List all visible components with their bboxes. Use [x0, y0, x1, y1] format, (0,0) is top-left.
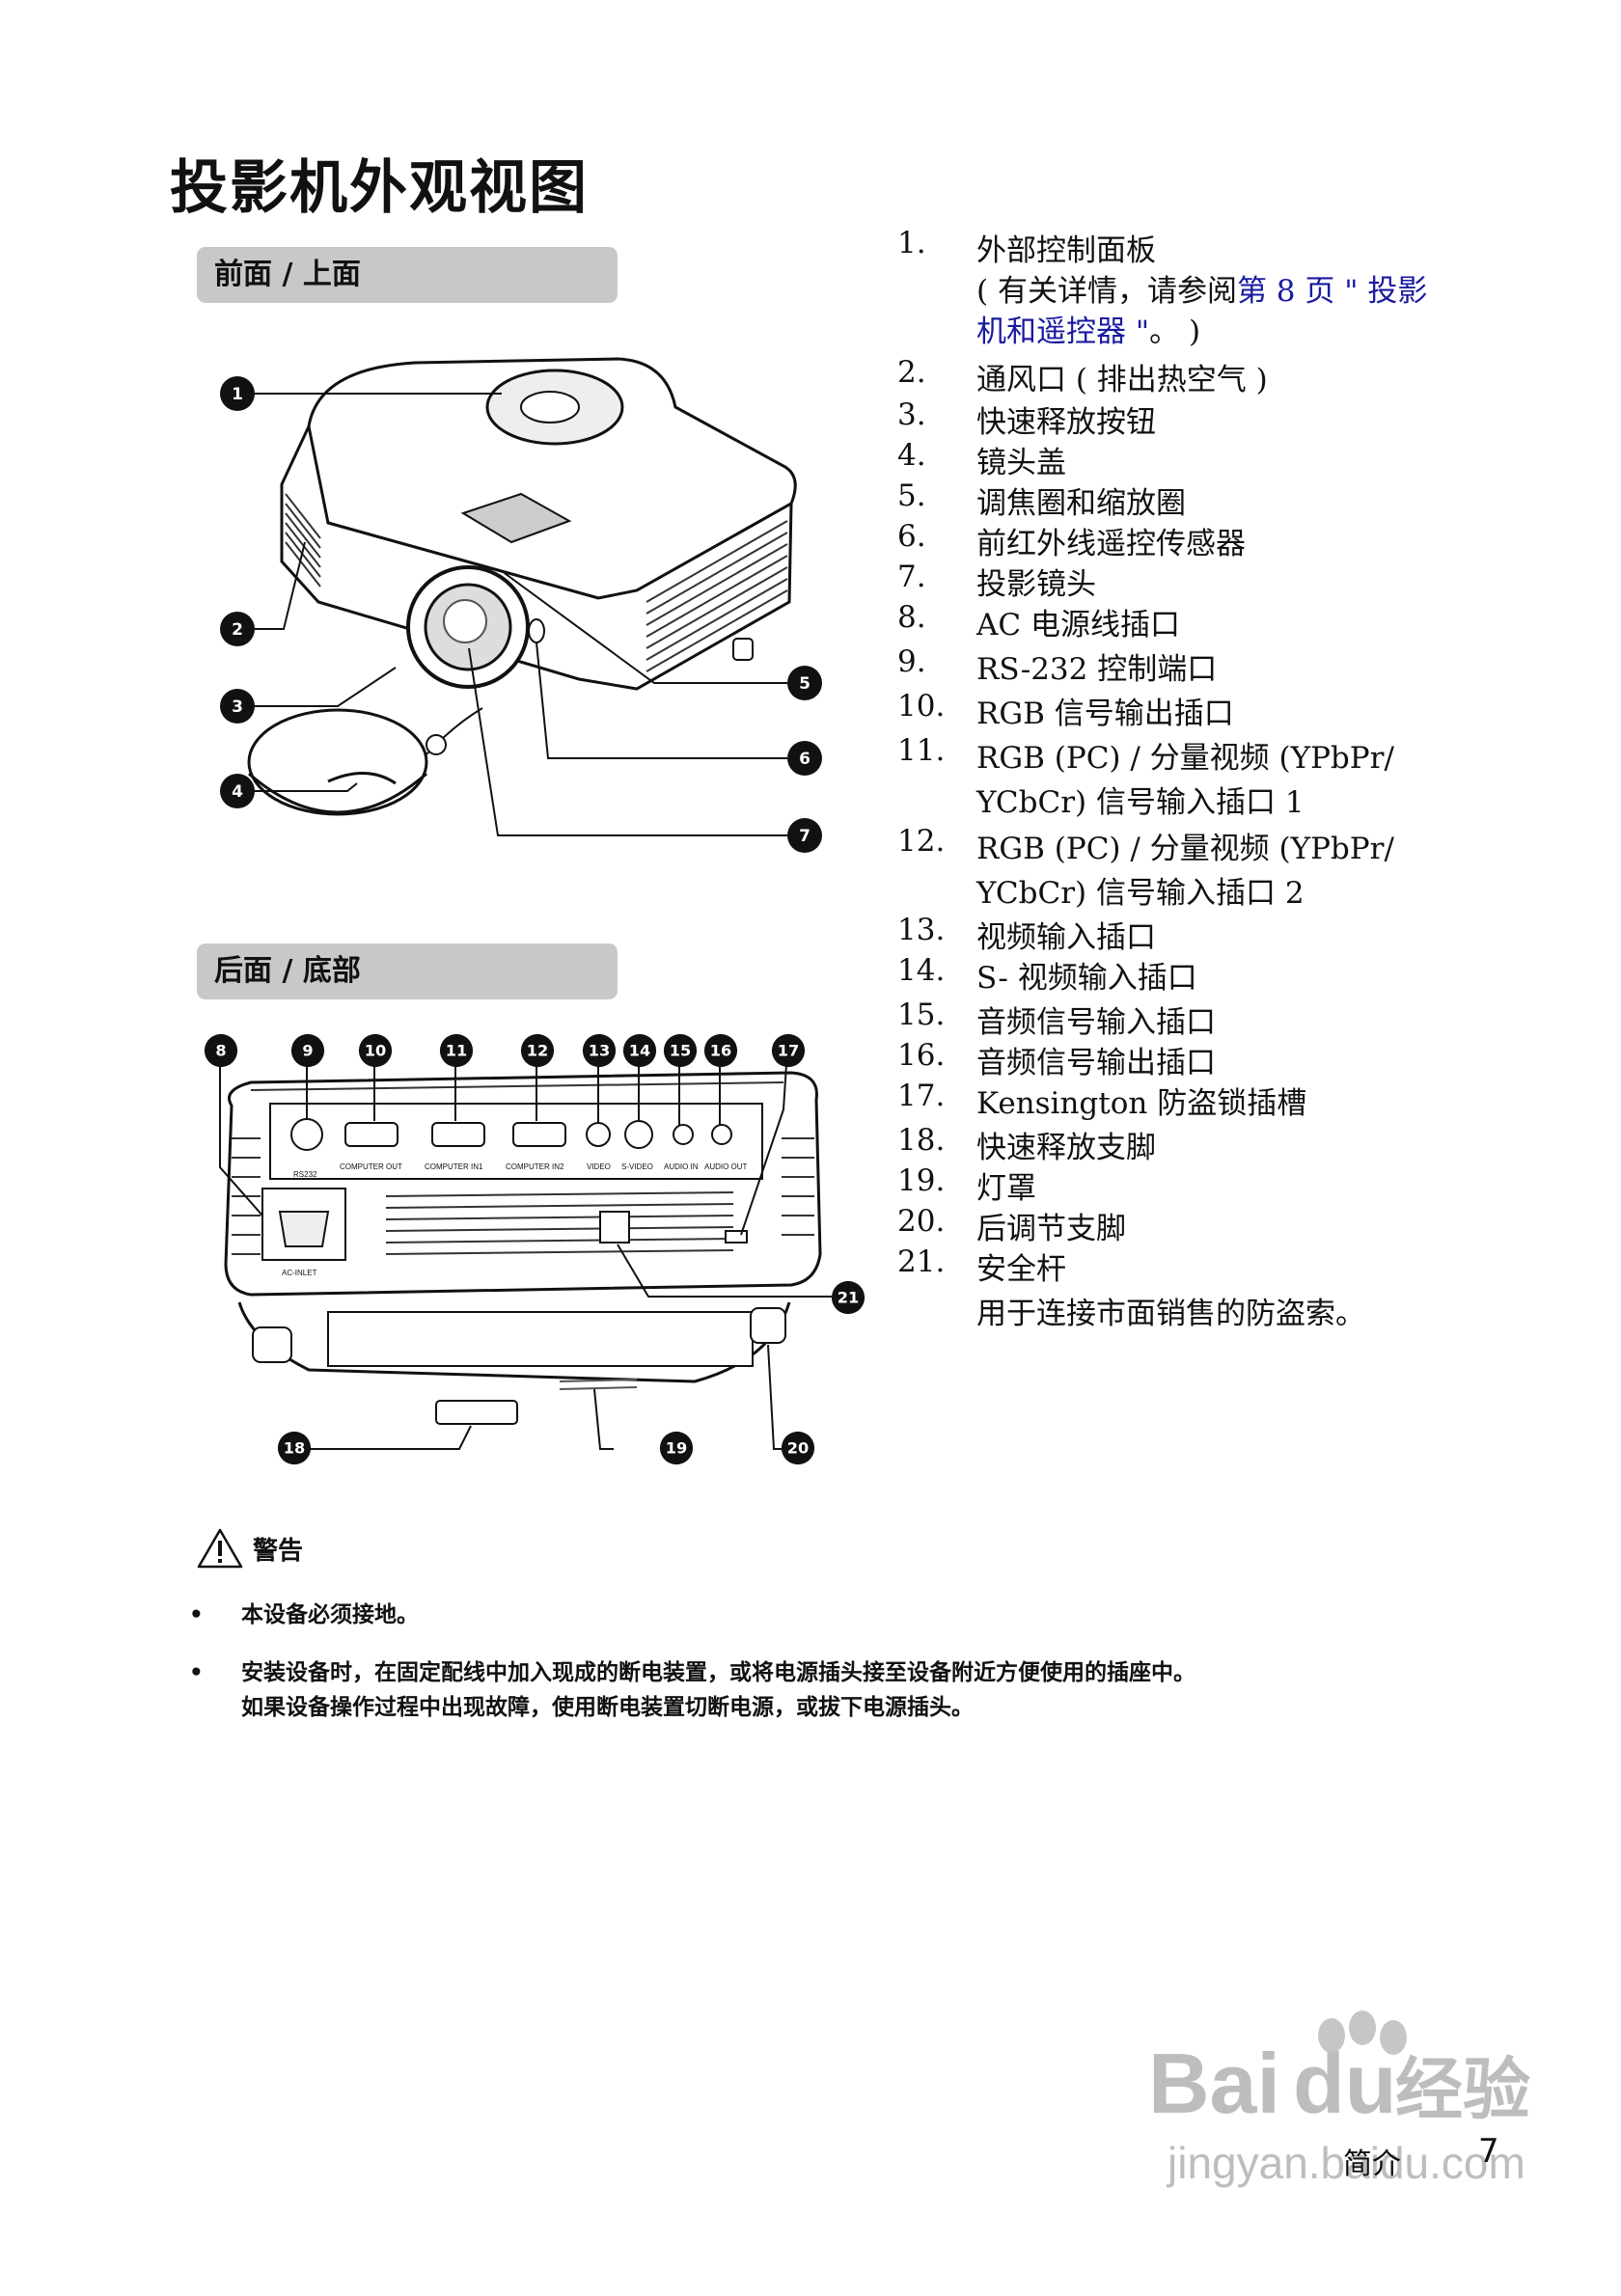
svg-text:经验: 经验 — [1395, 2050, 1530, 2129]
label-rs232: RS232 — [293, 1170, 317, 1179]
section-heading-front: 前面 / 上面 — [197, 247, 618, 303]
svg-text:9: 9 — [302, 1042, 313, 1060]
callout-4: 4 — [218, 772, 257, 810]
svg-text:6: 6 — [799, 750, 810, 769]
footer-section-label: 简介 — [1343, 2140, 1401, 2182]
svg-text:17: 17 — [778, 1042, 799, 1060]
label-audio-out: AUDIO OUT — [704, 1162, 748, 1171]
callout-1: 1 — [218, 374, 257, 413]
callout-13: 13 — [581, 1032, 618, 1069]
svg-text:3: 3 — [232, 697, 243, 717]
section-heading-back: 后面 / 底部 — [197, 943, 618, 999]
svg-text:1: 1 — [232, 385, 243, 404]
svg-text:21: 21 — [838, 1289, 859, 1307]
svg-text:12: 12 — [527, 1042, 548, 1060]
label-computer-out: COMPUTER OUT — [340, 1162, 402, 1171]
callout-15: 15 — [662, 1032, 699, 1069]
cross-reference-link[interactable]: 机和遥控器 " — [976, 314, 1149, 349]
svg-text:11: 11 — [446, 1042, 467, 1060]
callout-16: 16 — [702, 1032, 739, 1069]
callout-7: 7 — [785, 816, 824, 855]
svg-text:10: 10 — [365, 1042, 386, 1060]
svg-text:19: 19 — [666, 1439, 687, 1458]
label-audio-in: AUDIO IN — [664, 1162, 699, 1171]
callout-17: 17 — [770, 1032, 807, 1069]
svg-text:2: 2 — [232, 620, 243, 640]
callout-2: 2 — [218, 610, 257, 648]
callout-5: 5 — [785, 664, 824, 702]
callout-6: 6 — [785, 739, 824, 778]
callout-21: 21 — [830, 1279, 866, 1316]
cross-reference-link[interactable]: 第 8 页 " 投影 — [1237, 274, 1427, 309]
svg-text:8: 8 — [215, 1042, 226, 1060]
projector-front-illustration — [212, 349, 849, 870]
svg-text:du: du — [1293, 2036, 1397, 2131]
svg-text:14: 14 — [629, 1042, 650, 1060]
svg-text:20: 20 — [787, 1439, 809, 1458]
callout-3: 3 — [218, 687, 257, 725]
page-title: 投影机外观视图 — [170, 141, 589, 225]
label-ac-inlet: AC-INLET — [282, 1269, 317, 1277]
svg-text:18: 18 — [284, 1439, 305, 1458]
callout-19: 19 — [658, 1430, 695, 1466]
callout-8: 8 — [203, 1032, 239, 1069]
callout-20: 20 — [780, 1430, 816, 1466]
warning-item: • 安装设备时，在固定配线中加入现成的断电装置，或将电源插头接至设备附近方便使用… — [189, 1655, 1443, 1725]
label-computer-in1: COMPUTER IN1 — [425, 1162, 483, 1171]
svg-text:Bai: Bai — [1148, 2036, 1280, 2131]
svg-text:16: 16 — [710, 1042, 731, 1060]
projector-rear-illustration: RS232 COMPUTER OUT COMPUTER IN1 COMPUTER… — [193, 1023, 868, 1476]
label-computer-in2: COMPUTER IN2 — [506, 1162, 564, 1171]
callout-11: 11 — [438, 1032, 475, 1069]
warning-triangle-icon — [197, 1527, 243, 1570]
label-s-video: S-VIDEO — [621, 1162, 653, 1171]
svg-text:13: 13 — [589, 1042, 610, 1060]
callout-10: 10 — [357, 1032, 394, 1069]
svg-text:7: 7 — [799, 827, 810, 846]
callout-18: 18 — [276, 1430, 313, 1466]
svg-text:4: 4 — [232, 782, 243, 802]
warning-heading: 警告 — [197, 1524, 303, 1572]
callout-9: 9 — [289, 1032, 326, 1069]
callout-14: 14 — [621, 1032, 658, 1069]
page-number: 7 — [1478, 2132, 1499, 2171]
warning-item: • 本设备必须接地。 — [189, 1598, 1443, 1632]
label-video: VIDEO — [587, 1162, 611, 1171]
callout-12: 12 — [519, 1032, 556, 1069]
svg-text:15: 15 — [670, 1042, 691, 1060]
svg-text:5: 5 — [799, 674, 810, 694]
